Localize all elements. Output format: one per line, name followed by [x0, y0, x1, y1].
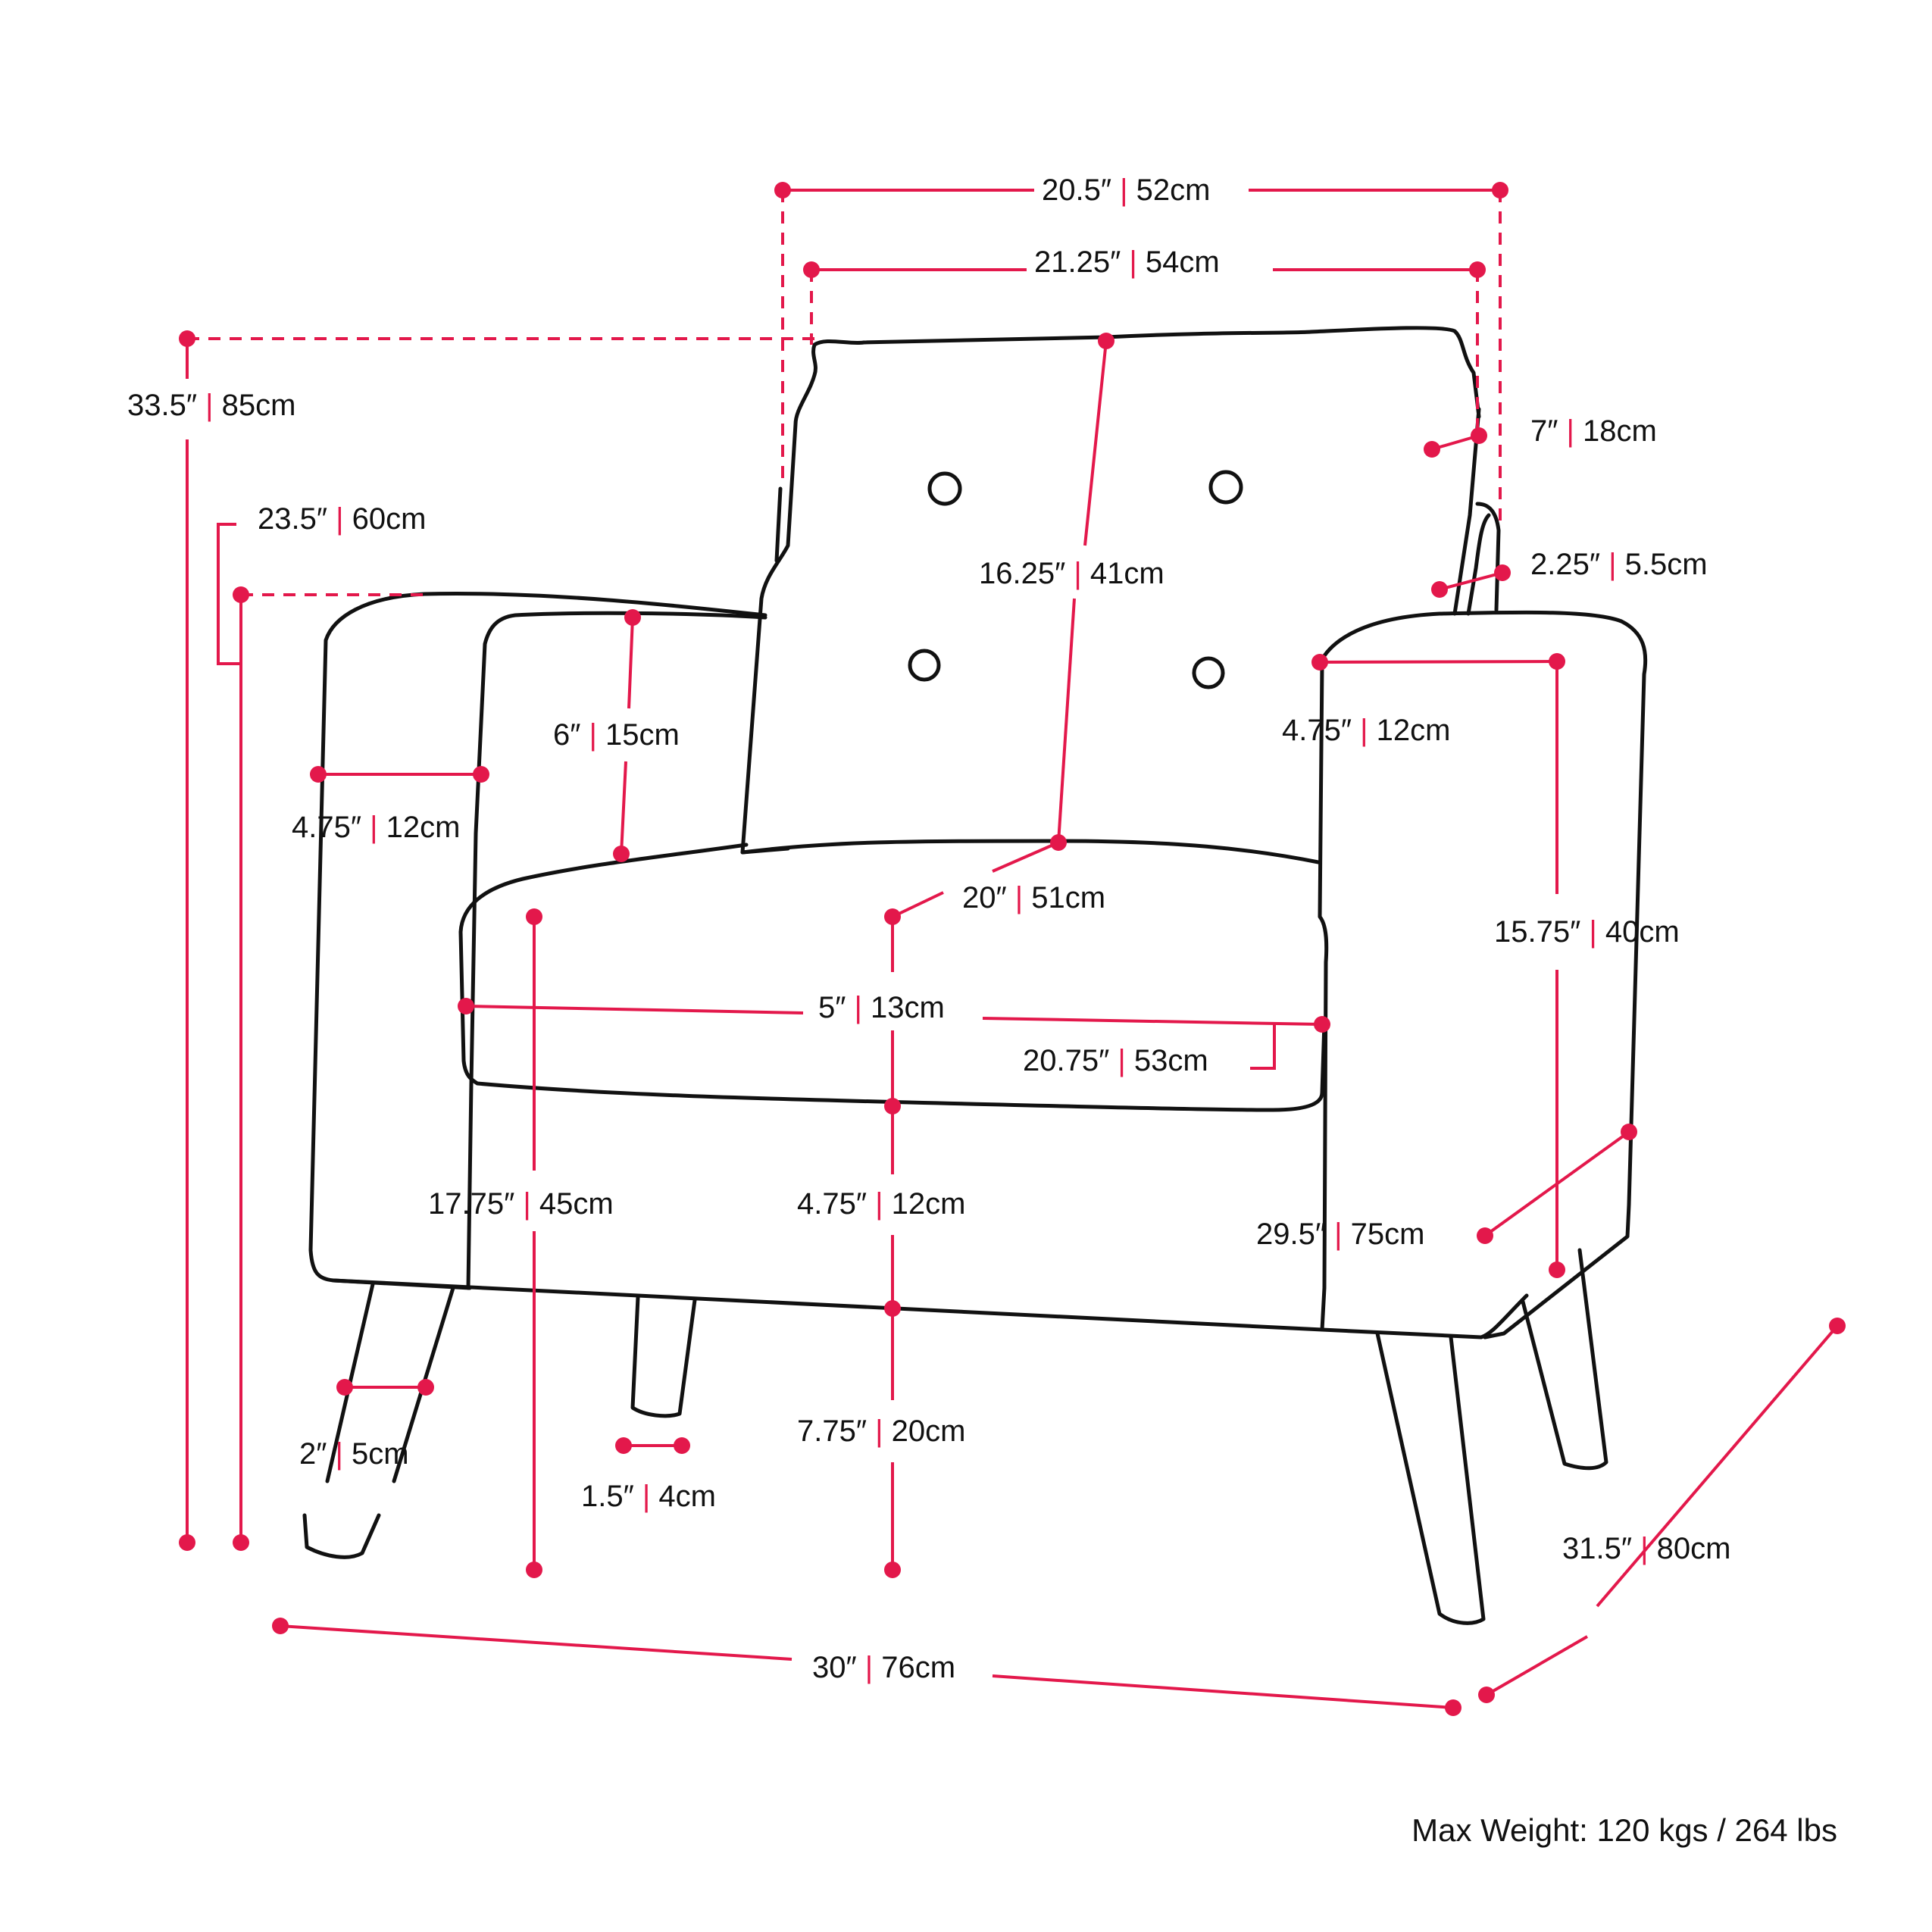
right-arm-front — [1318, 661, 1329, 1332]
back-cushion — [740, 326, 1481, 855]
base-rail — [331, 1278, 1529, 1340]
left-arm-inner — [466, 611, 767, 1290]
label-back-frame-thickness: 2.25″ | 5.5cm — [1530, 548, 1708, 581]
dimension-line — [982, 1017, 1323, 1026]
dimension-endpoint — [526, 908, 542, 925]
armchair-drawing — [302, 326, 1648, 1625]
label-seat-cushion-thickness: 5″ | 13cm — [818, 991, 945, 1024]
dimension-line — [892, 891, 944, 918]
dimension-endpoint — [803, 261, 820, 278]
left-arm — [308, 591, 767, 1290]
label-total-depth: 29.5″ | 75cm — [1256, 1218, 1424, 1251]
dimension-endpoint — [1431, 581, 1448, 598]
dimension-line — [1057, 598, 1076, 843]
label-leg-width-bottom: 1.5″ | 4cm — [581, 1480, 716, 1513]
leg-front-left — [302, 1282, 455, 1559]
label-total-height: 33.5″ | 85cm — [127, 389, 295, 422]
dimension-endpoint — [674, 1437, 690, 1454]
label-right-arm-width: 4.75″ | 12cm — [1282, 714, 1450, 747]
dimension-labels: 20.5″ | 52cm 21.25″ | 54cm 33.5″ | 85cm … — [127, 174, 1730, 1684]
dimension-endpoint — [1469, 261, 1486, 278]
dimension-endpoint — [615, 1437, 632, 1454]
tuft-button — [908, 649, 941, 682]
dimension-endpoint — [458, 998, 474, 1014]
dimension-endpoint — [310, 766, 327, 783]
label-left-arm-width: 4.75″ | 12cm — [292, 811, 460, 844]
dimension-endpoint — [179, 1534, 195, 1551]
tuft-button — [1208, 470, 1243, 505]
dimension-line — [1439, 571, 1503, 591]
label-seat-width: 20.75″ | 53cm — [1023, 1044, 1208, 1077]
right-arm — [1320, 610, 1648, 1340]
label-arm-front-height: 15.75″ | 40cm — [1494, 915, 1680, 949]
dimension-endpoint — [1478, 1687, 1495, 1703]
leg-back-left — [630, 1295, 697, 1418]
dimension-endpoint — [233, 586, 249, 603]
label-back-cushion-width: 21.25″ | 54cm — [1034, 245, 1220, 279]
leg-front-right — [1375, 1331, 1486, 1625]
dimension-endpoint — [1424, 441, 1440, 458]
back-frame-right — [1452, 407, 1501, 616]
dimension-line — [1319, 660, 1558, 664]
dimension-endpoint — [1549, 1261, 1565, 1278]
dimension-endpoint — [272, 1618, 289, 1634]
dimension-line — [1083, 340, 1108, 546]
dimension-endpoint — [1445, 1699, 1462, 1716]
dimension-line — [1485, 1635, 1589, 1696]
label-back-depth: 7″ | 18cm — [1530, 414, 1657, 448]
back-cushion-bottom — [740, 839, 1321, 864]
dimension-line — [620, 761, 627, 855]
tuft-button — [927, 471, 962, 506]
dimension-endpoint — [417, 1379, 434, 1396]
seat-cushion — [458, 843, 1327, 1112]
dimension-endpoint — [613, 846, 630, 862]
dimension-endpoint — [179, 330, 195, 347]
label-arm-top-depth: 6″ | 15cm — [553, 718, 680, 752]
dimension-endpoint — [526, 1562, 542, 1578]
dimension-line — [280, 1624, 792, 1661]
dimension-endpoint — [1477, 1227, 1493, 1244]
dimension-line — [1483, 1130, 1630, 1237]
leg-back-right — [1521, 1248, 1608, 1471]
label-base-thickness: 4.75″ | 12cm — [797, 1187, 965, 1221]
dimension-endpoint — [473, 766, 489, 783]
dimension-lines — [179, 182, 1846, 1716]
dimension-endpoint — [1314, 1016, 1330, 1033]
label-total-width: 30″ | 76cm — [812, 1651, 955, 1684]
label-leg-height: 7.75″ | 20cm — [797, 1415, 965, 1448]
label-back-cushion-height: 16.25″ | 41cm — [979, 557, 1165, 590]
label-diagonal-depth: 31.5″ | 80cm — [1562, 1532, 1730, 1565]
dimension-endpoint — [1621, 1124, 1637, 1140]
dimension-line — [1250, 1024, 1276, 1070]
dimension-endpoint — [884, 1562, 901, 1578]
dimension-endpoint — [1471, 427, 1487, 444]
dimension-endpoint — [233, 1534, 249, 1551]
dimension-line — [1596, 1324, 1839, 1608]
back-frame-left — [774, 486, 783, 563]
label-seat-depth: 20″ | 51cm — [962, 881, 1105, 914]
dimension-endpoint — [1311, 654, 1328, 671]
dimension-endpoint — [1098, 333, 1114, 349]
label-arm-height: 23.5″ | 60cm — [258, 502, 426, 536]
dimension-endpoint — [336, 1379, 353, 1396]
dimension-endpoint — [1494, 564, 1511, 581]
dimension-line — [217, 523, 241, 665]
max-weight-note: Max Weight: 120 kgs / 264 lbs — [1411, 1812, 1837, 1848]
dimension-endpoint — [1829, 1318, 1846, 1334]
label-leg-width-top: 2″ | 5cm — [299, 1437, 409, 1471]
label-seat-height: 17.75″ | 45cm — [428, 1187, 614, 1221]
dimension-endpoint — [624, 609, 641, 626]
tuft-button — [1192, 656, 1225, 689]
dimension-line — [992, 841, 1059, 873]
label-back-outer-width: 20.5″ | 52cm — [1042, 174, 1210, 207]
dimension-line — [627, 617, 634, 709]
dimension-line — [992, 1674, 1454, 1709]
dimension-endpoint — [774, 182, 791, 199]
dimension-line — [465, 1005, 804, 1014]
dimension-endpoint — [1492, 182, 1508, 199]
